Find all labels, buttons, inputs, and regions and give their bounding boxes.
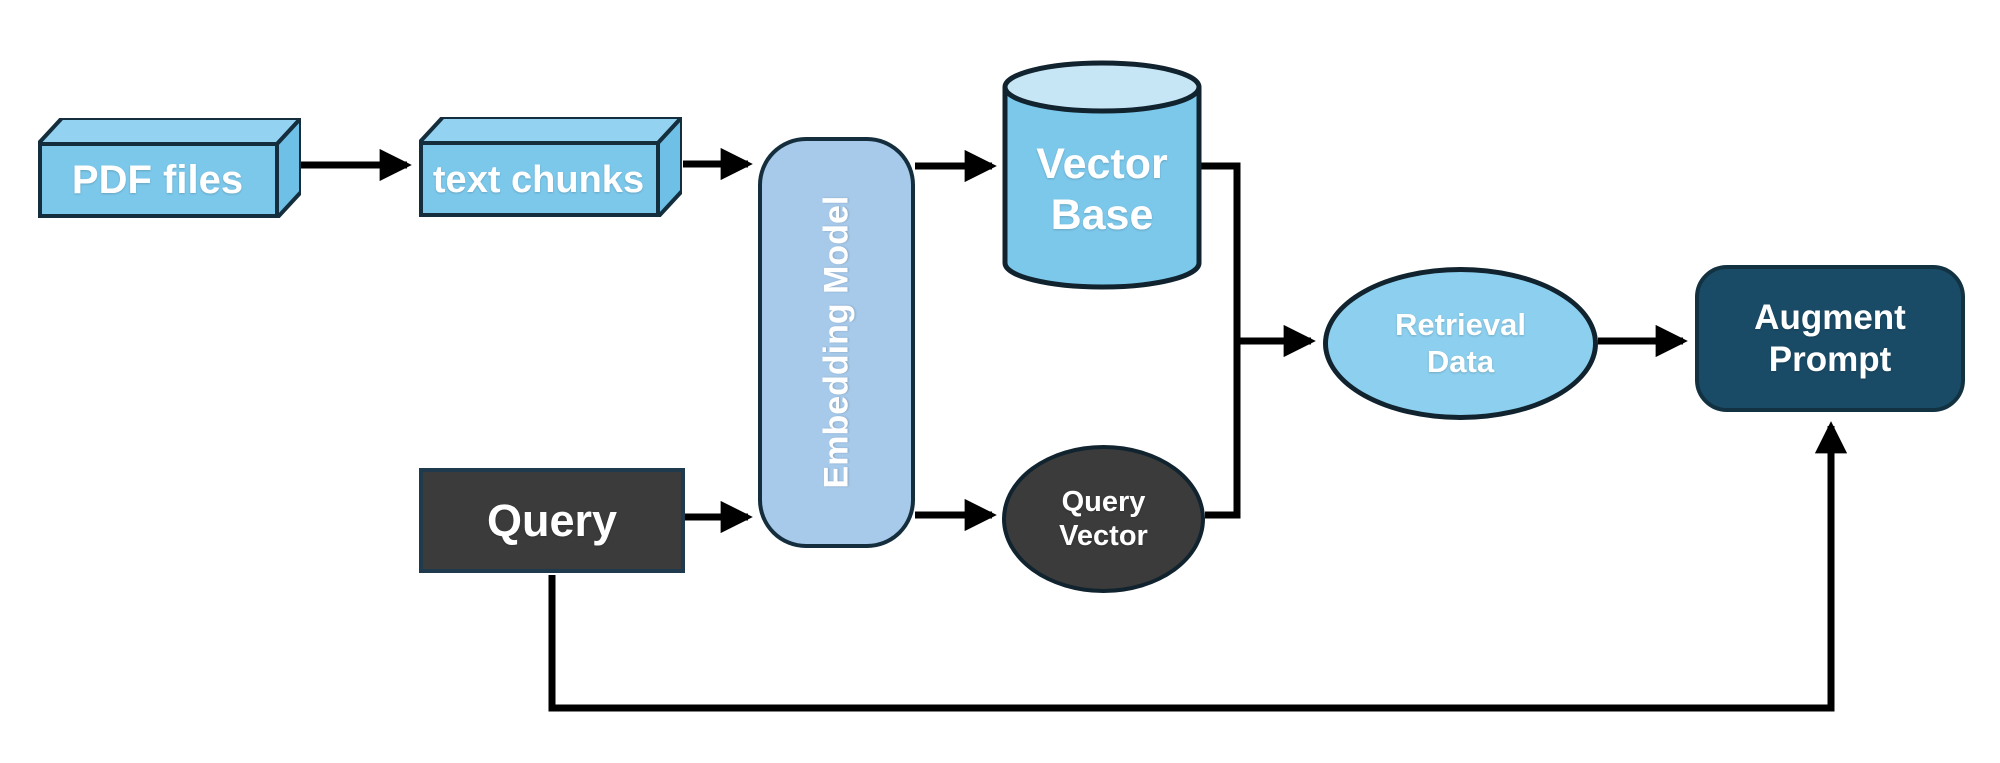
node-pdf-files: PDF files xyxy=(38,118,301,218)
node-vector-base: Vector Base xyxy=(1002,60,1202,290)
query-label: Query xyxy=(486,494,618,546)
cube-top-face xyxy=(419,117,682,145)
cylinder-lid xyxy=(1002,60,1202,114)
text-chunks-label: text chunks xyxy=(432,158,645,201)
embedding-model-label: Embedding Model xyxy=(817,196,856,489)
augment-prompt-label: Augment Prompt xyxy=(1754,298,1906,379)
edge-merge-bracket xyxy=(1200,162,1241,519)
cube-shape xyxy=(38,118,301,218)
node-text-chunks: text chunks xyxy=(419,117,682,217)
cube-front-face xyxy=(38,142,279,218)
node-query-vector: Query Vector xyxy=(1002,445,1205,593)
cube-top-face xyxy=(38,118,301,146)
pdf-files-label: PDF files xyxy=(71,158,244,203)
cube-shape xyxy=(419,117,682,217)
node-embedding-model: Embedding Model xyxy=(758,137,915,548)
cylinder-body xyxy=(1002,87,1202,290)
cube-front-face xyxy=(419,141,660,217)
node-retrieval-data: Retrieval Data xyxy=(1323,267,1598,420)
node-augment-prompt: Augment Prompt xyxy=(1695,265,1965,412)
node-query: Query xyxy=(419,468,685,573)
query-vector-label: Query Vector xyxy=(1059,485,1148,552)
vector-base-label: Vector Base xyxy=(1036,140,1168,239)
cylinder-shape xyxy=(1002,60,1202,290)
retrieval-data-label: Retrieval Data xyxy=(1395,306,1526,379)
edge-query-feedback-to-augment xyxy=(548,421,1848,712)
